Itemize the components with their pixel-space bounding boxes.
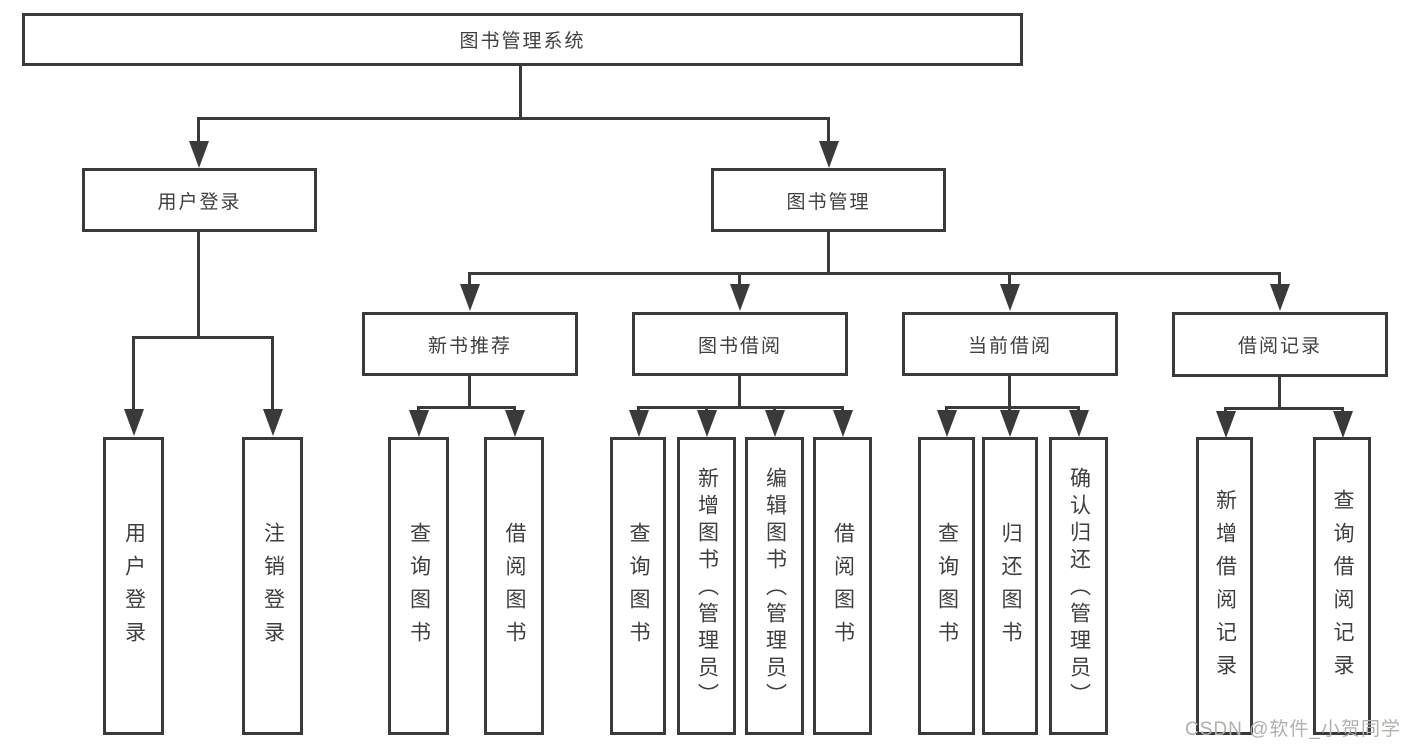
- connector-line: [197, 117, 200, 143]
- node-bb-query-books: 查询图书: [610, 437, 666, 735]
- node-root: 图书管理系统: [22, 13, 1023, 66]
- arrow-down-icon: [697, 410, 717, 437]
- arrow-down-icon: [460, 284, 480, 311]
- connector-line: [519, 66, 522, 117]
- connector-line: [738, 272, 741, 286]
- arrow-down-icon: [124, 409, 144, 436]
- connector-line: [637, 406, 640, 413]
- connector-line: [468, 272, 471, 286]
- connector-line: [1224, 407, 1344, 410]
- node-current-borrow: 当前借阅: [902, 312, 1118, 376]
- node-bb-add-books-admin: 新增图书（管理员）: [677, 437, 736, 735]
- connector-line: [197, 232, 200, 336]
- connector-line: [469, 272, 1281, 275]
- connector-line: [1008, 272, 1011, 286]
- arrow-down-icon: [505, 410, 525, 437]
- node-borrow-records: 借阅记录: [1172, 312, 1388, 377]
- connector-line: [1224, 407, 1227, 414]
- arrow-down-icon: [833, 410, 853, 437]
- node-bb-edit-books-admin: 编辑图书（管理员）: [745, 437, 804, 735]
- arrow-down-icon: [189, 141, 209, 168]
- connector-line: [1278, 377, 1281, 407]
- connector-line: [417, 406, 420, 413]
- connector-line: [773, 406, 776, 413]
- node-br-query-record: 查询借阅记录: [1313, 437, 1371, 735]
- node-logout: 注销登录: [242, 437, 303, 735]
- arrow-down-icon: [1216, 411, 1236, 438]
- arrow-down-icon: [409, 410, 429, 437]
- connector-line: [513, 406, 516, 413]
- connector-line: [1008, 406, 1011, 413]
- connector-line: [132, 336, 135, 412]
- node-new-book-recommend: 新书推荐: [362, 312, 578, 376]
- node-book-management: 图书管理: [711, 168, 946, 232]
- node-cb-confirm-return-admin: 确认归还（管理员）: [1049, 437, 1108, 735]
- connector-line: [945, 406, 948, 413]
- connector-line: [271, 336, 274, 412]
- arrow-down-icon: [937, 410, 957, 437]
- connector-line: [198, 117, 830, 120]
- connector-line: [827, 117, 830, 143]
- arrow-down-icon: [765, 410, 785, 437]
- node-br-add-record: 新增借阅记录: [1196, 437, 1253, 735]
- connector-line: [1278, 272, 1281, 286]
- connector-line: [468, 376, 471, 406]
- node-cb-return-books: 归还图书: [982, 437, 1038, 735]
- connector-line: [705, 406, 708, 413]
- arrow-down-icon: [1333, 411, 1353, 438]
- arrow-down-icon: [1270, 284, 1290, 311]
- node-book-borrow: 图书借阅: [632, 312, 848, 376]
- connector-line: [1008, 376, 1011, 406]
- connector-line: [945, 406, 1079, 409]
- arrow-down-icon: [629, 410, 649, 437]
- node-cb-query-books: 查询图书: [918, 437, 975, 735]
- node-bb-borrow-books: 借阅图书: [813, 437, 872, 735]
- arrow-down-icon: [1000, 410, 1020, 437]
- arrow-down-icon: [819, 141, 839, 168]
- arrow-down-icon: [263, 409, 283, 436]
- connector-line: [841, 406, 844, 413]
- arrow-down-icon: [730, 284, 750, 311]
- arrow-down-icon: [1000, 284, 1020, 311]
- node-user-login-leaf: 用户登录: [103, 437, 164, 735]
- connector-line: [132, 336, 273, 339]
- node-user-login: 用户登录: [82, 168, 317, 232]
- connector-line: [827, 232, 830, 272]
- connector-line: [417, 406, 516, 409]
- connector-line: [637, 406, 844, 409]
- node-nb-borrow-books: 借阅图书: [484, 437, 544, 735]
- watermark: CSDN @软件_小贺同学: [1185, 719, 1401, 740]
- connector-line: [738, 376, 741, 406]
- arrow-down-icon: [1069, 410, 1089, 437]
- connector-line: [1077, 406, 1080, 413]
- node-nb-query-books: 查询图书: [388, 437, 449, 735]
- connector-line: [1341, 407, 1344, 414]
